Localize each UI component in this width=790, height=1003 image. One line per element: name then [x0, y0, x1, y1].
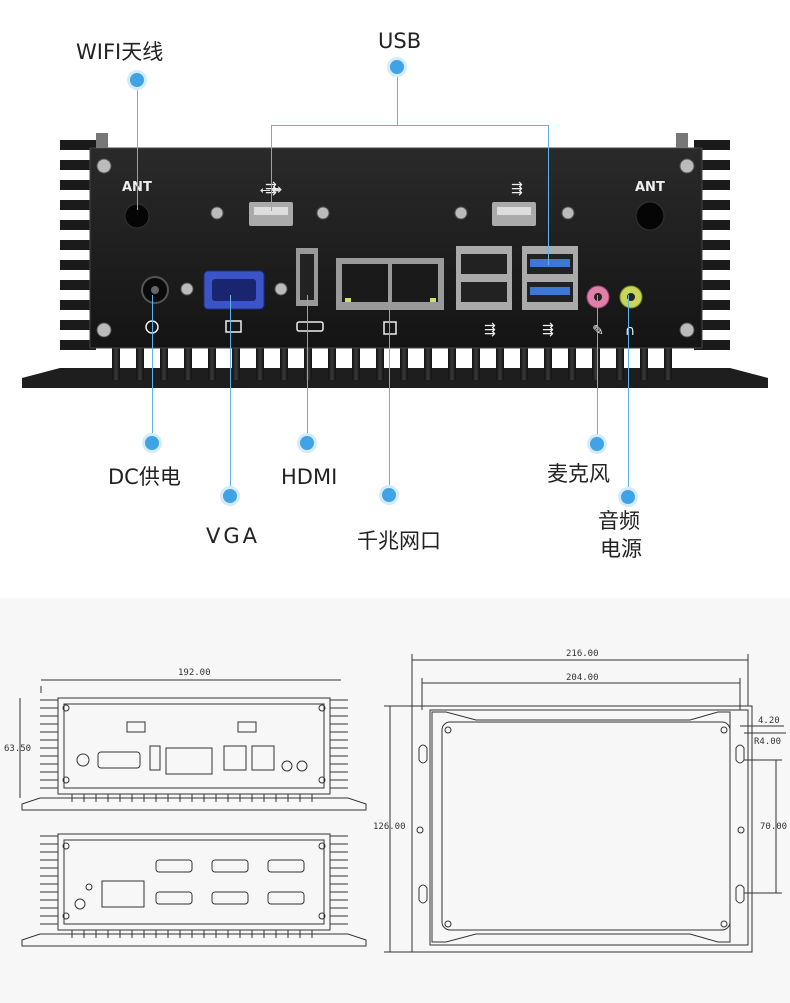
lan-callout-dot: [382, 488, 396, 502]
usb-callout-dot: [390, 60, 404, 74]
audio-callout-dot: [621, 490, 635, 504]
vga-leader-line: [230, 295, 231, 495]
vga-callout-dot: [223, 489, 237, 503]
hdmi-callout-dot: [300, 436, 314, 450]
dim-front-height: 63.50: [4, 744, 32, 754]
usb-right-drop: [548, 125, 549, 265]
mic-leader-line: [597, 295, 598, 443]
wifi-callout-dot: [130, 73, 144, 87]
technical-drawing-section: 192.00 63.50 216.00 204.00 126.00 4.20 R…: [0, 598, 790, 1003]
dim-plan-outer-width: 216.00: [566, 649, 599, 659]
gigabit-lan-label: 千兆网口: [357, 529, 441, 553]
hdmi-leader-line: [307, 295, 308, 443]
svg-text:⇶: ⇶: [542, 322, 554, 338]
dim-front-width: 192.00: [178, 668, 211, 678]
dim-plan-radius: R4.00: [754, 737, 782, 747]
wifi-antenna-label: WIFI天线: [76, 40, 164, 64]
dc-power-label: DC供电: [108, 465, 181, 489]
svg-text:∩: ∩: [625, 323, 635, 339]
wifi-leader-line: [137, 80, 138, 210]
usb-leader-line: [397, 67, 398, 125]
dim-plan-offset: 4.20: [758, 716, 780, 726]
usb-left-drop: [271, 125, 272, 211]
audio-label-line2: 电源: [600, 537, 642, 561]
product-photo-section: ⭠⬌: [22, 29, 768, 561]
dim-plan-height: 126.00: [373, 822, 406, 832]
usb-branch-line: [271, 125, 549, 126]
dim-plan-slot-span: 70.00: [760, 822, 788, 832]
vga-label: VGA: [206, 524, 261, 548]
dc-callout-dot: [145, 436, 159, 450]
dc-leader-line: [152, 295, 153, 443]
dimension-drawings: [19, 654, 786, 953]
microphone-label: 麦克风: [547, 462, 610, 486]
audio-label-line1: 音频: [598, 509, 640, 533]
svg-text:⇶: ⇶: [511, 181, 523, 197]
lan-leader-line: [389, 295, 390, 495]
audio-leader-line: [628, 295, 629, 495]
svg-text:✎: ✎: [592, 323, 604, 339]
ant-label-left: ANT: [122, 180, 152, 195]
ant-label-right: ANT: [635, 180, 665, 195]
hdmi-label: HDMI: [281, 465, 338, 489]
svg-text:⇶: ⇶: [484, 322, 496, 338]
device-rear-panel: ⭠⬌: [22, 133, 768, 388]
dim-plan-inner-width: 204.00: [566, 673, 599, 683]
mic-callout-dot: [590, 437, 604, 451]
usb-label: USB: [378, 29, 422, 53]
